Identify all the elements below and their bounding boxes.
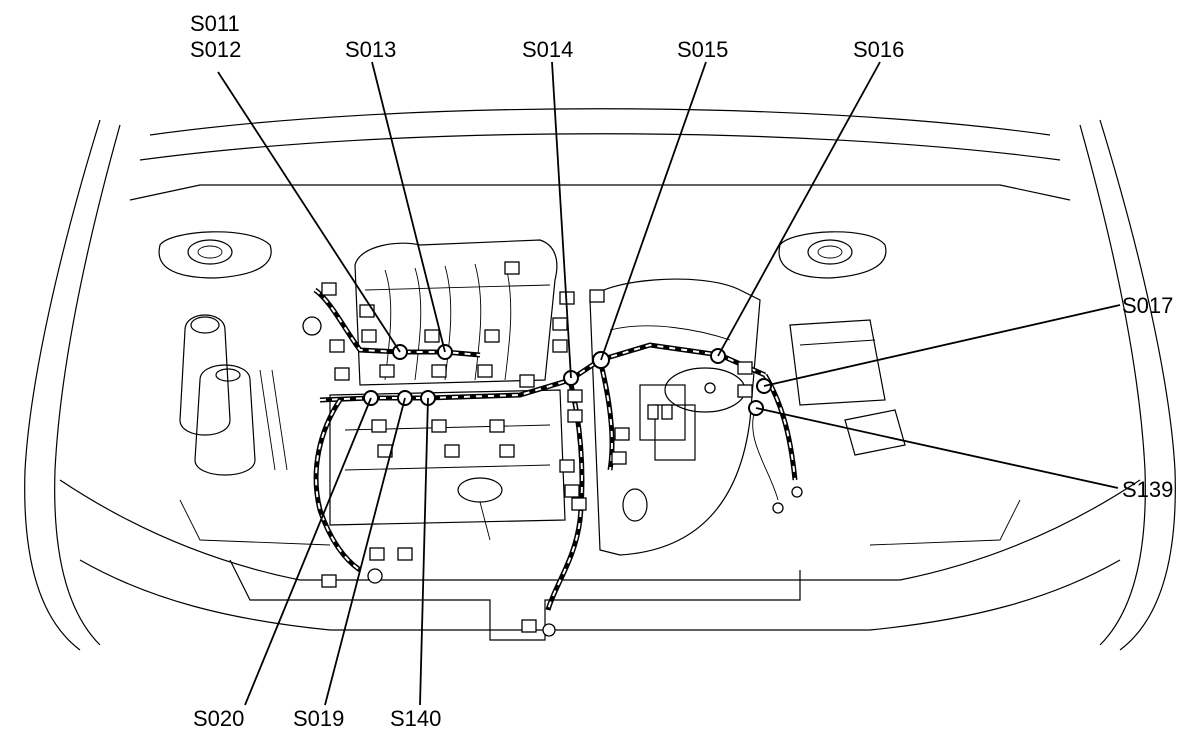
- label-s014: S014: [522, 37, 574, 62]
- connector: [611, 451, 627, 465]
- label-s015: S015: [677, 37, 729, 62]
- connector: [379, 364, 395, 378]
- label-s012: S012: [190, 37, 242, 62]
- connector: [661, 404, 673, 420]
- leader-s017: [763, 304, 1121, 387]
- coolant-reservoir: [179, 314, 288, 476]
- connector: [484, 329, 500, 343]
- strut-tower-right: [778, 231, 887, 279]
- connector: [489, 419, 505, 433]
- connector: [519, 374, 535, 388]
- connector: [321, 574, 337, 588]
- ground-terminal: [367, 568, 383, 584]
- connector: [589, 289, 605, 303]
- ground-terminal: [791, 486, 803, 498]
- ground-terminal: [302, 316, 322, 336]
- leader-s140: [419, 397, 429, 706]
- ground-terminal: [772, 502, 784, 514]
- connector: [444, 444, 460, 458]
- ground-terminal: [542, 623, 556, 637]
- connector: [371, 419, 387, 433]
- leader-s016: [717, 61, 881, 357]
- connector: [334, 367, 350, 381]
- connector: [614, 427, 630, 441]
- connector: [431, 419, 447, 433]
- label-s013: S013: [345, 37, 397, 62]
- leader-s011-s012: [217, 71, 401, 353]
- connector: [567, 389, 583, 403]
- connector: [431, 364, 447, 378]
- connector: [477, 364, 493, 378]
- label-s019: S019: [293, 706, 345, 731]
- connector: [369, 547, 385, 561]
- connector: [737, 361, 753, 375]
- label-s016: S016: [853, 37, 905, 62]
- leader-s014: [551, 61, 572, 379]
- label-s020: S020: [193, 706, 245, 731]
- strut-tower-left: [158, 231, 272, 279]
- connector: [737, 384, 753, 398]
- connector: [647, 404, 659, 420]
- connector: [359, 304, 375, 318]
- leader-s013: [371, 61, 446, 353]
- label-s140: S140: [390, 706, 442, 731]
- connector: [521, 619, 537, 633]
- connector: [564, 484, 580, 498]
- connector: [552, 317, 568, 331]
- connector: [552, 339, 568, 353]
- connector: [571, 497, 587, 511]
- connectors: [302, 261, 803, 637]
- connector: [329, 339, 345, 353]
- leader-s019: [324, 397, 406, 706]
- connector: [361, 329, 377, 343]
- label-s017: S017: [1122, 293, 1174, 318]
- leader-lines: [217, 61, 1121, 706]
- leader-s139: [755, 407, 1119, 489]
- connector: [504, 261, 520, 275]
- connector: [397, 547, 413, 561]
- connector: [559, 459, 575, 473]
- label-s011: S011: [190, 11, 240, 36]
- connector: [424, 329, 440, 343]
- connector: [321, 282, 337, 296]
- leader-s015: [600, 61, 707, 361]
- connector: [567, 409, 583, 423]
- vehicle-body-outline: [24, 108, 1176, 651]
- ground-terminal: [704, 382, 716, 394]
- label-s139: S139: [1122, 477, 1174, 502]
- leader-s020: [244, 397, 372, 706]
- connector: [499, 444, 515, 458]
- battery: [789, 319, 906, 456]
